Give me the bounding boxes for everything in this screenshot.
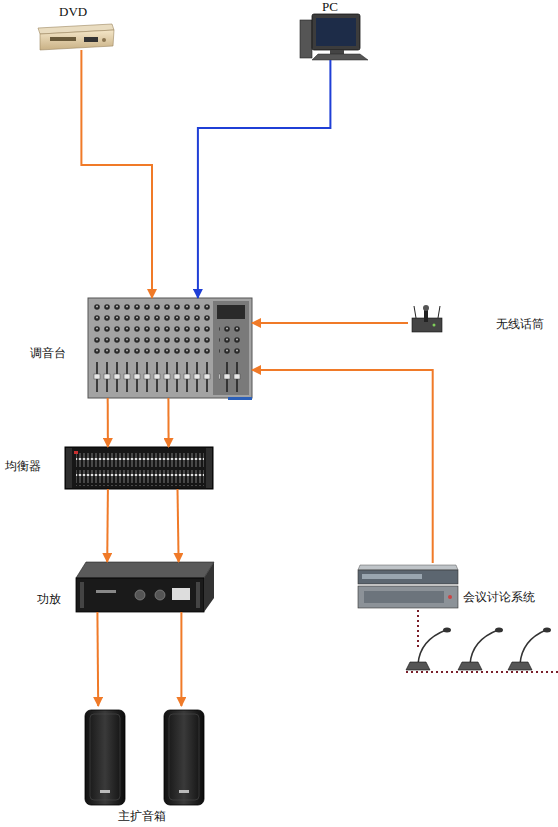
signal-arrow	[198, 60, 331, 298]
conference-node: 会议讨论系统	[355, 563, 460, 610]
device-label: 主扩音箱	[118, 809, 166, 823]
signal-arrow	[178, 489, 179, 562]
dvd-node: DVD	[35, 24, 115, 50]
device-label: 调音台	[30, 346, 66, 360]
pc-node: PC	[298, 14, 370, 60]
dvd-player	[38, 24, 114, 50]
device-label: 无线话筒	[496, 317, 544, 331]
device-label: 会议讨论系统	[463, 590, 535, 604]
equalizer-rack	[65, 447, 213, 489]
device-label: 均衡器	[5, 459, 41, 473]
mixer-console	[88, 298, 252, 400]
signal-arrow	[252, 370, 433, 563]
signal-arrow	[106, 489, 109, 562]
wireless-mic	[412, 305, 442, 332]
power-amplifier	[76, 562, 214, 612]
speaker-node: 主扩音箱	[80, 706, 210, 806]
device-label: PC	[322, 0, 338, 14]
speaker-pair	[85, 710, 204, 805]
pc-computer	[300, 14, 368, 60]
device-label: 功放	[37, 592, 61, 606]
signal-arrow	[167, 398, 169, 447]
mixer-node: 调音台	[88, 298, 252, 398]
signal-arrow	[107, 398, 109, 447]
signal-arrow	[81, 50, 152, 298]
signal-arrow	[180, 612, 182, 706]
amplifier-node: 功放	[75, 562, 215, 612]
wireless-mic-node: 无线话筒	[408, 308, 444, 338]
equalizer-node: 均衡器	[65, 447, 213, 489]
signal-arrow	[96, 612, 99, 706]
device-label: DVD	[59, 5, 87, 19]
conference-unit	[358, 565, 458, 608]
signal-arrow	[252, 322, 408, 324]
delegate-mics	[406, 610, 558, 672]
